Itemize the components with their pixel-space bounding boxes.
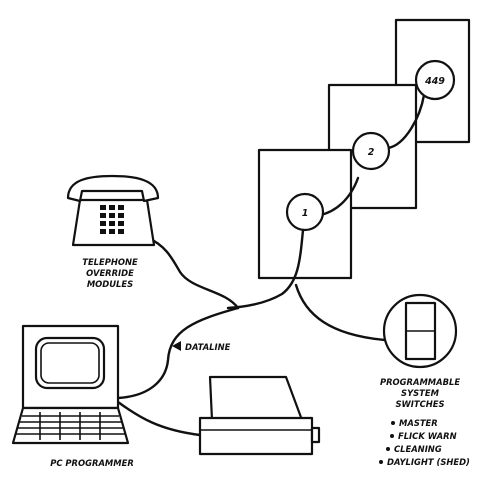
telephone-label: TELEPHONE OVERRIDE MODULES (82, 257, 138, 289)
zone-node-2: 2 (351, 131, 391, 171)
pc-label: PC PROGRAMMER (50, 458, 134, 468)
svg-text:DAYLIGHT (SHED): DAYLIGHT (SHED) (387, 457, 470, 467)
pc-screen-inner (40, 342, 100, 384)
printer-icon (198, 375, 321, 456)
wire-printer (116, 400, 202, 437)
switches-list: MASTER FLICK WARN CLEANING DAYLIGHT (SHE… (379, 418, 470, 467)
svg-text:TELEPHONE: TELEPHONE (82, 257, 138, 267)
switch-panel-icon (382, 293, 458, 369)
dataline-arrow-icon (172, 341, 181, 351)
switch-item-daylight-shed: DAYLIGHT (SHED) (379, 457, 470, 467)
pc-screen (34, 336, 106, 390)
bullet-icon (391, 421, 395, 425)
switch-item-flick-warn: FLICK WARN (390, 431, 457, 441)
switches-label: PROGRAMMABLE SYSTEM SWITCHES (380, 377, 460, 409)
bullet-icon (386, 447, 390, 451)
zone-node-1: 1 (285, 192, 325, 232)
telephone-icon (66, 174, 160, 247)
svg-text:SYSTEM: SYSTEM (401, 388, 440, 398)
printer-paper (208, 375, 304, 422)
svg-text:CLEANING: CLEANING (394, 444, 442, 454)
printer-knob (310, 426, 321, 444)
svg-text:MASTER: MASTER (399, 418, 438, 428)
svg-text:FLICK WARN: FLICK WARN (398, 431, 457, 441)
telephone-keypad (100, 205, 124, 234)
svg-text:OVERRIDE: OVERRIDE (86, 268, 134, 278)
wire-zone2-zone449 (386, 93, 426, 150)
zone-label-1: 1 (302, 208, 309, 219)
wire-zone1-down (226, 228, 305, 310)
switch-item-cleaning: CLEANING (386, 444, 442, 454)
zone-circle-2 (351, 131, 391, 171)
telephone-handset (66, 174, 160, 203)
dataline-label: DATALINE (172, 341, 231, 352)
bullet-icon (379, 460, 383, 464)
zone-node-449: 449 (414, 59, 456, 101)
zone-label-449: 449 (424, 76, 445, 87)
zone-label-2: 2 (368, 147, 375, 158)
bullet-icon (390, 434, 394, 438)
wire-dataline (116, 306, 240, 400)
svg-text:MODULES: MODULES (87, 279, 133, 289)
wire-telephone (146, 236, 240, 310)
wire-to-switches (294, 283, 387, 342)
svg-text:PROGRAMMABLE: PROGRAMMABLE (380, 377, 460, 387)
svg-text:DATALINE: DATALINE (185, 342, 231, 352)
zone-circle-1 (285, 192, 325, 232)
printer-body (198, 416, 314, 456)
zone-circle-449 (414, 59, 456, 101)
pc-programmer-icon (11, 324, 130, 445)
pc-keyboard (11, 406, 130, 445)
switch-item-master: MASTER (391, 418, 438, 428)
svg-text:SWITCHES: SWITCHES (395, 399, 444, 409)
